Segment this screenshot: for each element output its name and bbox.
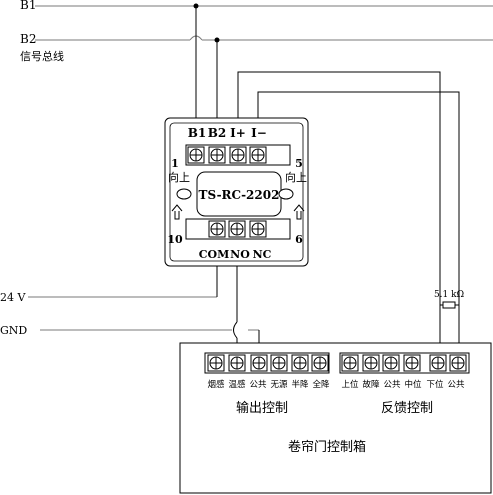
num-10-label: 10 (167, 233, 183, 246)
left-led-icon (176, 188, 192, 200)
resistor-body (442, 301, 456, 309)
right-led-icon (278, 188, 294, 200)
bottom-label-com: COM (199, 248, 230, 261)
top-label-iminus: I− (251, 126, 267, 140)
fb-label-5: 下位 (426, 379, 444, 390)
terminal-b2 (208, 146, 226, 164)
up-right-label: 向上 (285, 170, 307, 184)
bus-wires (28, 3, 493, 331)
terminal-iminus (249, 146, 267, 164)
up-arrow-right-icon (293, 204, 305, 220)
module-inner-outline (169, 122, 304, 262)
out-label-4: 无源 (270, 380, 288, 390)
fb-terminal-6 (449, 354, 467, 372)
out-terminal-3 (250, 354, 268, 372)
iplus-wire (237, 71, 441, 290)
top-label-iplus: I+ (230, 126, 246, 140)
fb-label-3: 公共 (383, 380, 401, 390)
out-terminal-2 (228, 354, 246, 372)
fb-terminal-3 (382, 354, 400, 372)
no-wire-crossover (233, 321, 238, 339)
v24-label: 24 V (0, 291, 26, 304)
b2-label: B2 (20, 32, 36, 46)
out-label-2: 温感 (228, 379, 246, 390)
fb-label-1: 上位 (341, 379, 359, 390)
terminal-no (228, 220, 246, 238)
feedback-control-label: 反馈控制 (381, 401, 433, 416)
top-label-b2: B2 (208, 126, 227, 140)
out-label-6: 全降 (312, 379, 330, 390)
terminal-com (208, 220, 226, 238)
resistor-label: 5.1 kΩ (434, 290, 464, 300)
bottom-label-no: NO (230, 248, 250, 261)
bus-labels: B1 B2 信号总线 24 V GND (0, 0, 64, 337)
model-label: TS-RC-2202 (199, 188, 280, 202)
terminal-nc (249, 220, 267, 238)
signal-bus-label: 信号总线 (20, 49, 64, 63)
terminal-iplus (229, 146, 247, 164)
fb-terminal-4 (403, 354, 421, 372)
fb-terminal-1 (341, 354, 359, 372)
up-arrow-left-icon (171, 204, 183, 220)
terminal-b1 (187, 146, 205, 164)
gnd-label: GND (0, 324, 27, 337)
fb-label-4: 中位 (404, 379, 422, 390)
fb-label-6: 公共 (447, 380, 465, 390)
out-label-5: 半降 (291, 379, 309, 390)
out-terminal-4 (270, 354, 288, 372)
num-6-label: 6 (295, 233, 303, 246)
top-label-b1: B1 (188, 126, 207, 140)
b1-label: B1 (20, 0, 36, 12)
bottom-label-nc: NC (253, 248, 272, 261)
fb-terminal-2 (362, 354, 380, 372)
out-label-3: 公共 (249, 380, 267, 390)
output-control-label: 输出控制 (236, 400, 288, 416)
out-terminal-6 (311, 354, 329, 372)
num-1-label: 1 (171, 157, 179, 170)
control-box-title: 卷帘门控制箱 (288, 439, 366, 455)
out-label-1: 烟感 (207, 379, 225, 390)
num-5-label: 5 (295, 157, 303, 170)
module-ts-rc-2202: B1 B2 I+ I− TS-RC-2202 1 5 向上 向上 10 6 CO… (164, 117, 309, 267)
out-terminal-1 (207, 354, 225, 372)
roller-door-control-box: 烟感 温感 公共 无源 半降 全降 输出控制 上位 故障 公共 中位 下位 公共… (179, 342, 492, 494)
up-left-label: 向上 (168, 170, 190, 184)
fb-terminal-5 (429, 354, 447, 372)
fb-label-2: 故障 (362, 379, 380, 390)
out-terminal-5 (291, 354, 309, 372)
